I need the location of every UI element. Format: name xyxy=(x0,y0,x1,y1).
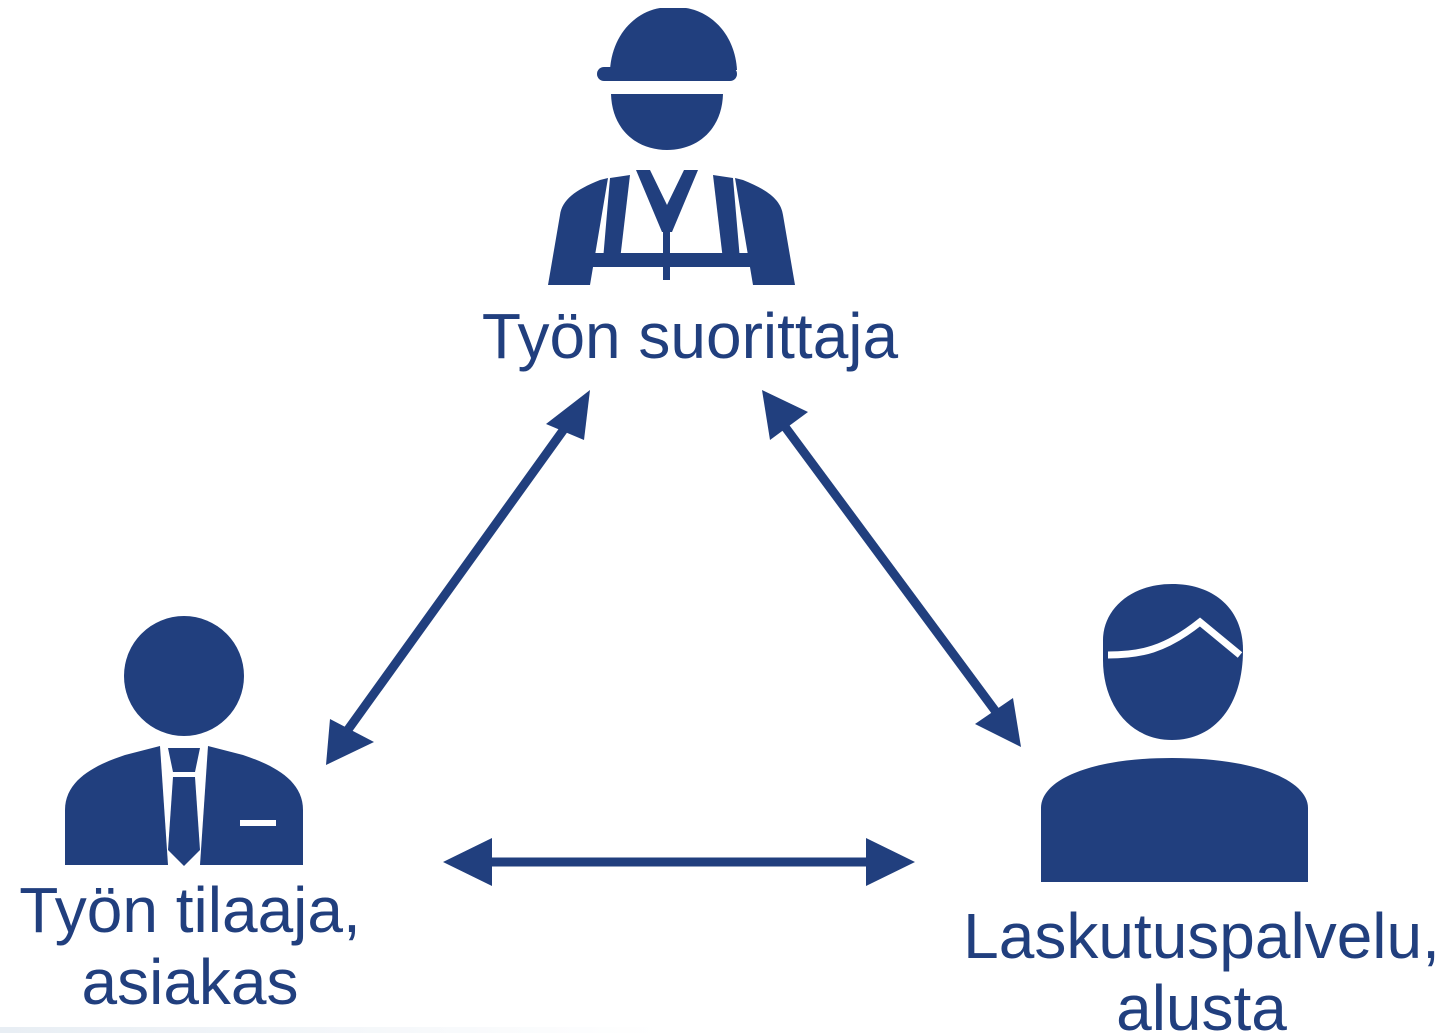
customer-label-line1: Työn tilaaja, xyxy=(19,874,361,946)
worker-label-text: Työn suorittaja xyxy=(481,300,899,372)
person-body xyxy=(1041,758,1308,882)
vest-strap-left xyxy=(603,175,630,260)
arrowhead xyxy=(546,390,590,440)
billing-label-line2: alusta xyxy=(1116,972,1287,1033)
worker-collar xyxy=(636,170,698,232)
worker-face xyxy=(611,94,723,150)
billing-label: Laskutuspalvelu, alusta xyxy=(950,900,1453,1033)
arrow-worker-billing xyxy=(762,390,1021,747)
businessman-suit-right xyxy=(200,746,303,865)
customer-label: Työn tilaaja, asiakas xyxy=(0,874,380,1018)
tie-knot xyxy=(168,748,200,772)
bottom-edge-strip xyxy=(0,1027,660,1033)
arrowhead xyxy=(975,698,1021,747)
person-head xyxy=(1103,584,1243,740)
customer-label-line2: asiakas xyxy=(81,946,299,1018)
pocket-square xyxy=(240,820,276,826)
vest-band xyxy=(590,253,753,267)
worker-label: Työn suorittaja xyxy=(430,300,950,372)
billing-label-line1: Laskutuspalvelu, xyxy=(963,900,1440,972)
businessman-suit xyxy=(65,746,168,865)
worker-body-right xyxy=(735,178,795,285)
businessman-head xyxy=(124,616,244,736)
worker-body xyxy=(548,178,608,285)
arrowhead xyxy=(443,838,492,886)
businessman-icon xyxy=(65,616,303,866)
arrowhead xyxy=(326,719,374,765)
arrowhead xyxy=(866,838,915,886)
arrow-customer-billing xyxy=(443,838,915,886)
hard-hat-shape xyxy=(610,8,737,70)
person-icon xyxy=(1041,584,1308,882)
arrowhead xyxy=(762,390,808,440)
person-hairline xyxy=(1107,617,1243,659)
arrow-worker-customer xyxy=(326,390,590,765)
construction-worker-icon xyxy=(548,8,795,285)
tie-blade xyxy=(168,777,200,866)
hard-hat-brim xyxy=(597,67,737,81)
vest-strap-right xyxy=(713,175,740,260)
